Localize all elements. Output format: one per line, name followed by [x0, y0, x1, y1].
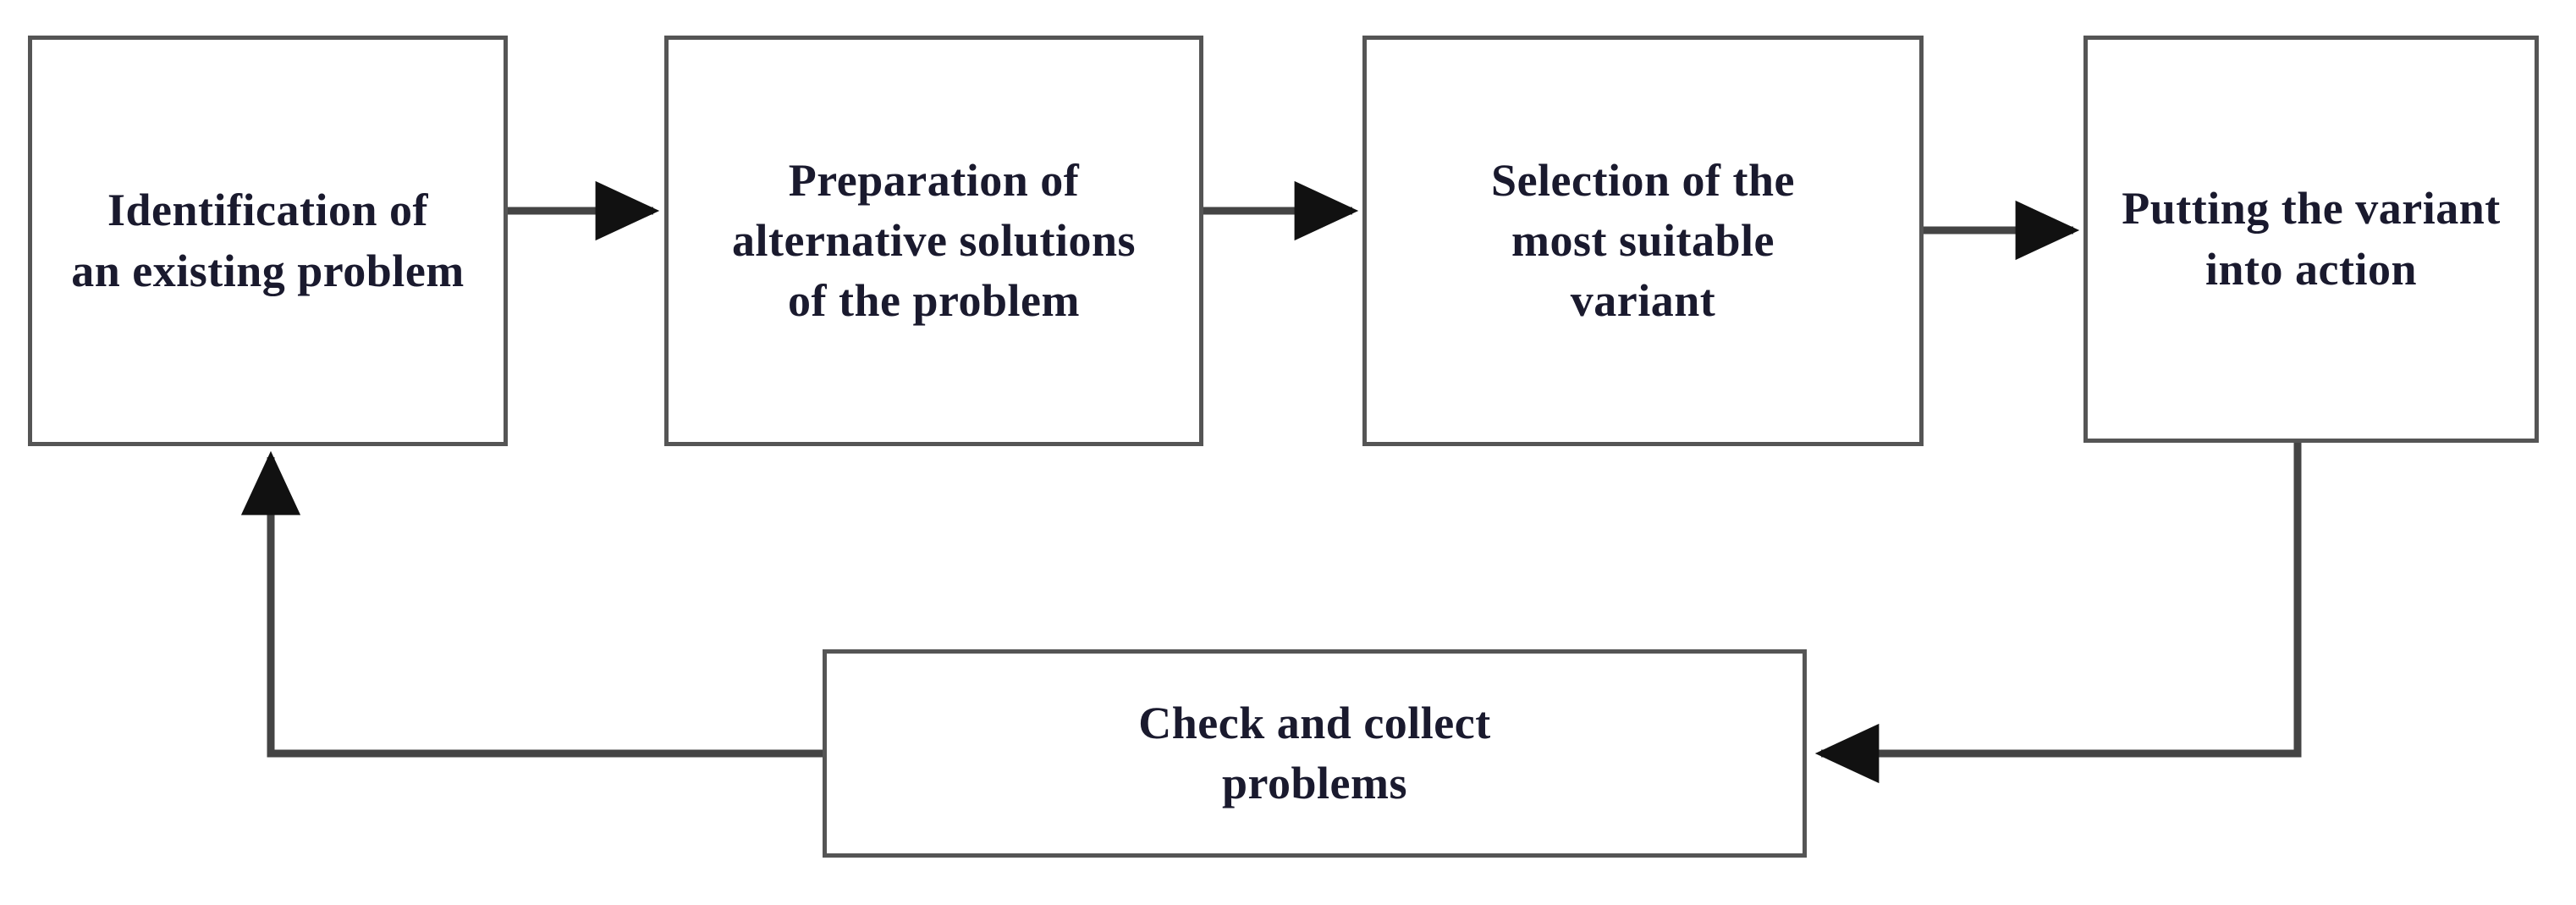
node-selection-label: Selection of the most suitable variant — [1491, 154, 1795, 327]
node-identification-label: Identification of an existing problem — [71, 185, 465, 296]
node-check-collect[interactable]: Check and collect problems — [823, 649, 1807, 858]
node-preparation[interactable]: Preparation of alternative solutions of … — [664, 36, 1203, 446]
node-preparation-label: Preparation of alternative solutions of … — [732, 154, 1136, 327]
edge-check-collect-to-identification — [240, 450, 823, 758]
node-selection[interactable]: Selection of the most suitable variant — [1362, 36, 1924, 446]
node-putting-into-action[interactable]: Putting the variant into action — [2083, 36, 2539, 443]
node-check-collect-label: Check and collect problems — [1138, 697, 1491, 808]
node-identification[interactable]: Identification of an existing problem — [28, 36, 508, 446]
node-putting-into-action-label: Putting the variant into action — [2122, 183, 2501, 295]
edge-putting-into-action-to-check-collect — [1814, 443, 2302, 784]
